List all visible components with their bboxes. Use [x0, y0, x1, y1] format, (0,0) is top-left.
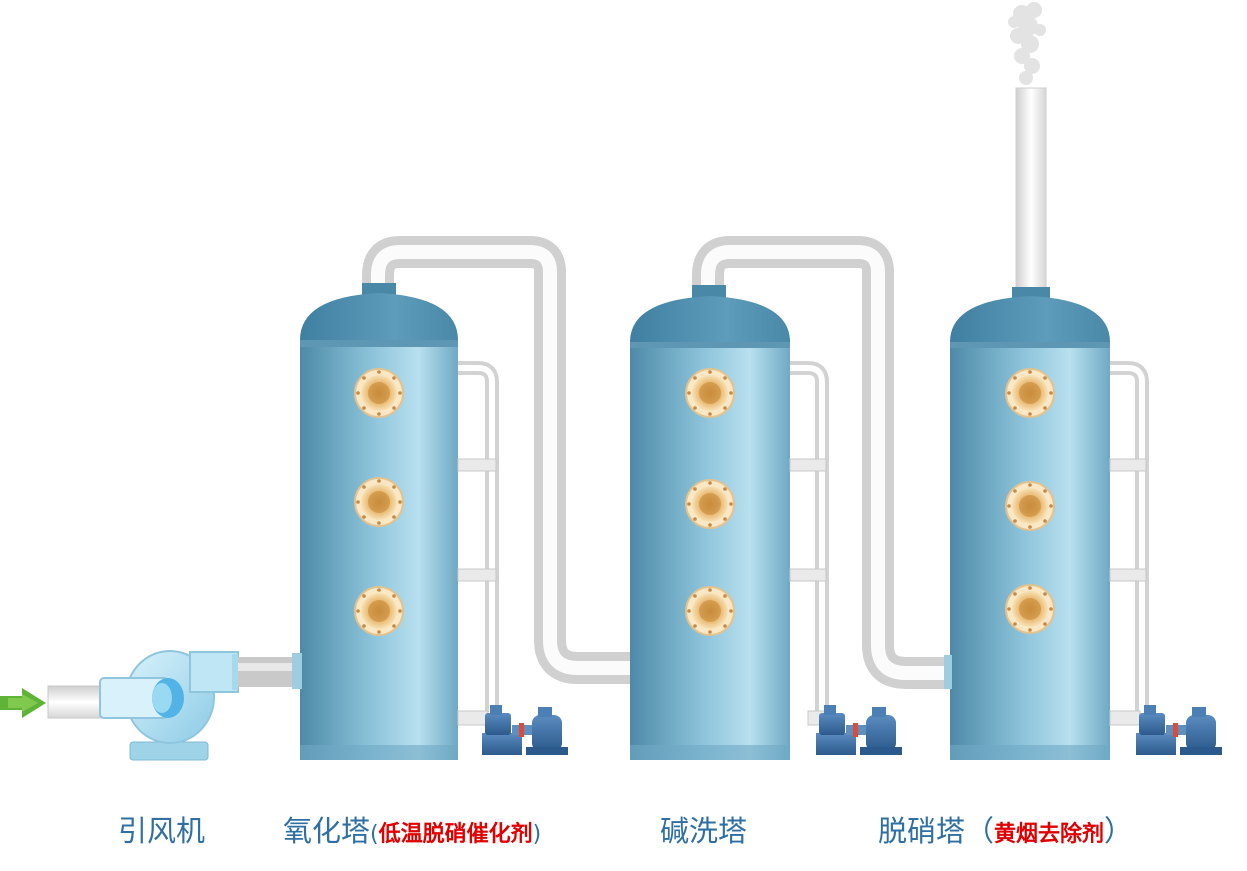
circulation-pipe-1	[457, 361, 499, 726]
label-fan: 引风机	[118, 808, 205, 850]
label-alkaline-wash-tower-text: 碱洗塔	[660, 814, 748, 848]
pump-icon	[1136, 705, 1222, 755]
paren-open-wide: （	[965, 814, 995, 848]
porthole-icon	[354, 368, 404, 418]
circulation-pipe-3	[1109, 361, 1149, 726]
porthole-icon	[1005, 481, 1055, 531]
inlet-arrow-icon	[0, 688, 46, 718]
paren-close-wide: ）	[1104, 814, 1134, 848]
pump-icon	[816, 705, 902, 755]
porthole-icon	[685, 479, 735, 529]
inlet-pipe	[47, 685, 107, 719]
label-oxidation-tower-note: 低温脱硝催化剂	[378, 822, 533, 847]
connecting-pipe-1	[362, 236, 630, 684]
fan-outlet-pipe	[238, 657, 298, 687]
paren-close: )	[532, 822, 542, 847]
induced-draft-fan	[99, 650, 239, 761]
pump-icon	[482, 705, 568, 755]
label-denitrification-tower: 脱硝塔（黄烟去除剂）	[878, 808, 1133, 850]
porthole-icon	[685, 368, 735, 418]
paren-open: (	[370, 822, 379, 847]
porthole-icon	[685, 586, 735, 636]
connecting-pipe-2	[692, 236, 950, 689]
porthole-icon	[354, 586, 404, 636]
porthole-icon	[1005, 584, 1055, 634]
label-fan-text: 引风机	[118, 814, 206, 848]
label-denitrification-tower-note: 黄烟去除剂	[994, 822, 1105, 847]
label-oxidation-tower-text: 氧化塔	[283, 814, 371, 848]
label-oxidation-tower: 氧化塔(低温脱硝催化剂)	[283, 808, 541, 850]
porthole-icon	[1005, 368, 1055, 418]
smoke-icon	[1008, 2, 1046, 85]
circulation-pipe-2	[789, 361, 829, 726]
chimney	[1015, 87, 1047, 294]
label-alkaline-wash-tower: 碱洗塔	[660, 808, 747, 850]
label-denitrification-tower-text: 脱硝塔	[878, 814, 966, 848]
porthole-icon	[354, 477, 404, 527]
